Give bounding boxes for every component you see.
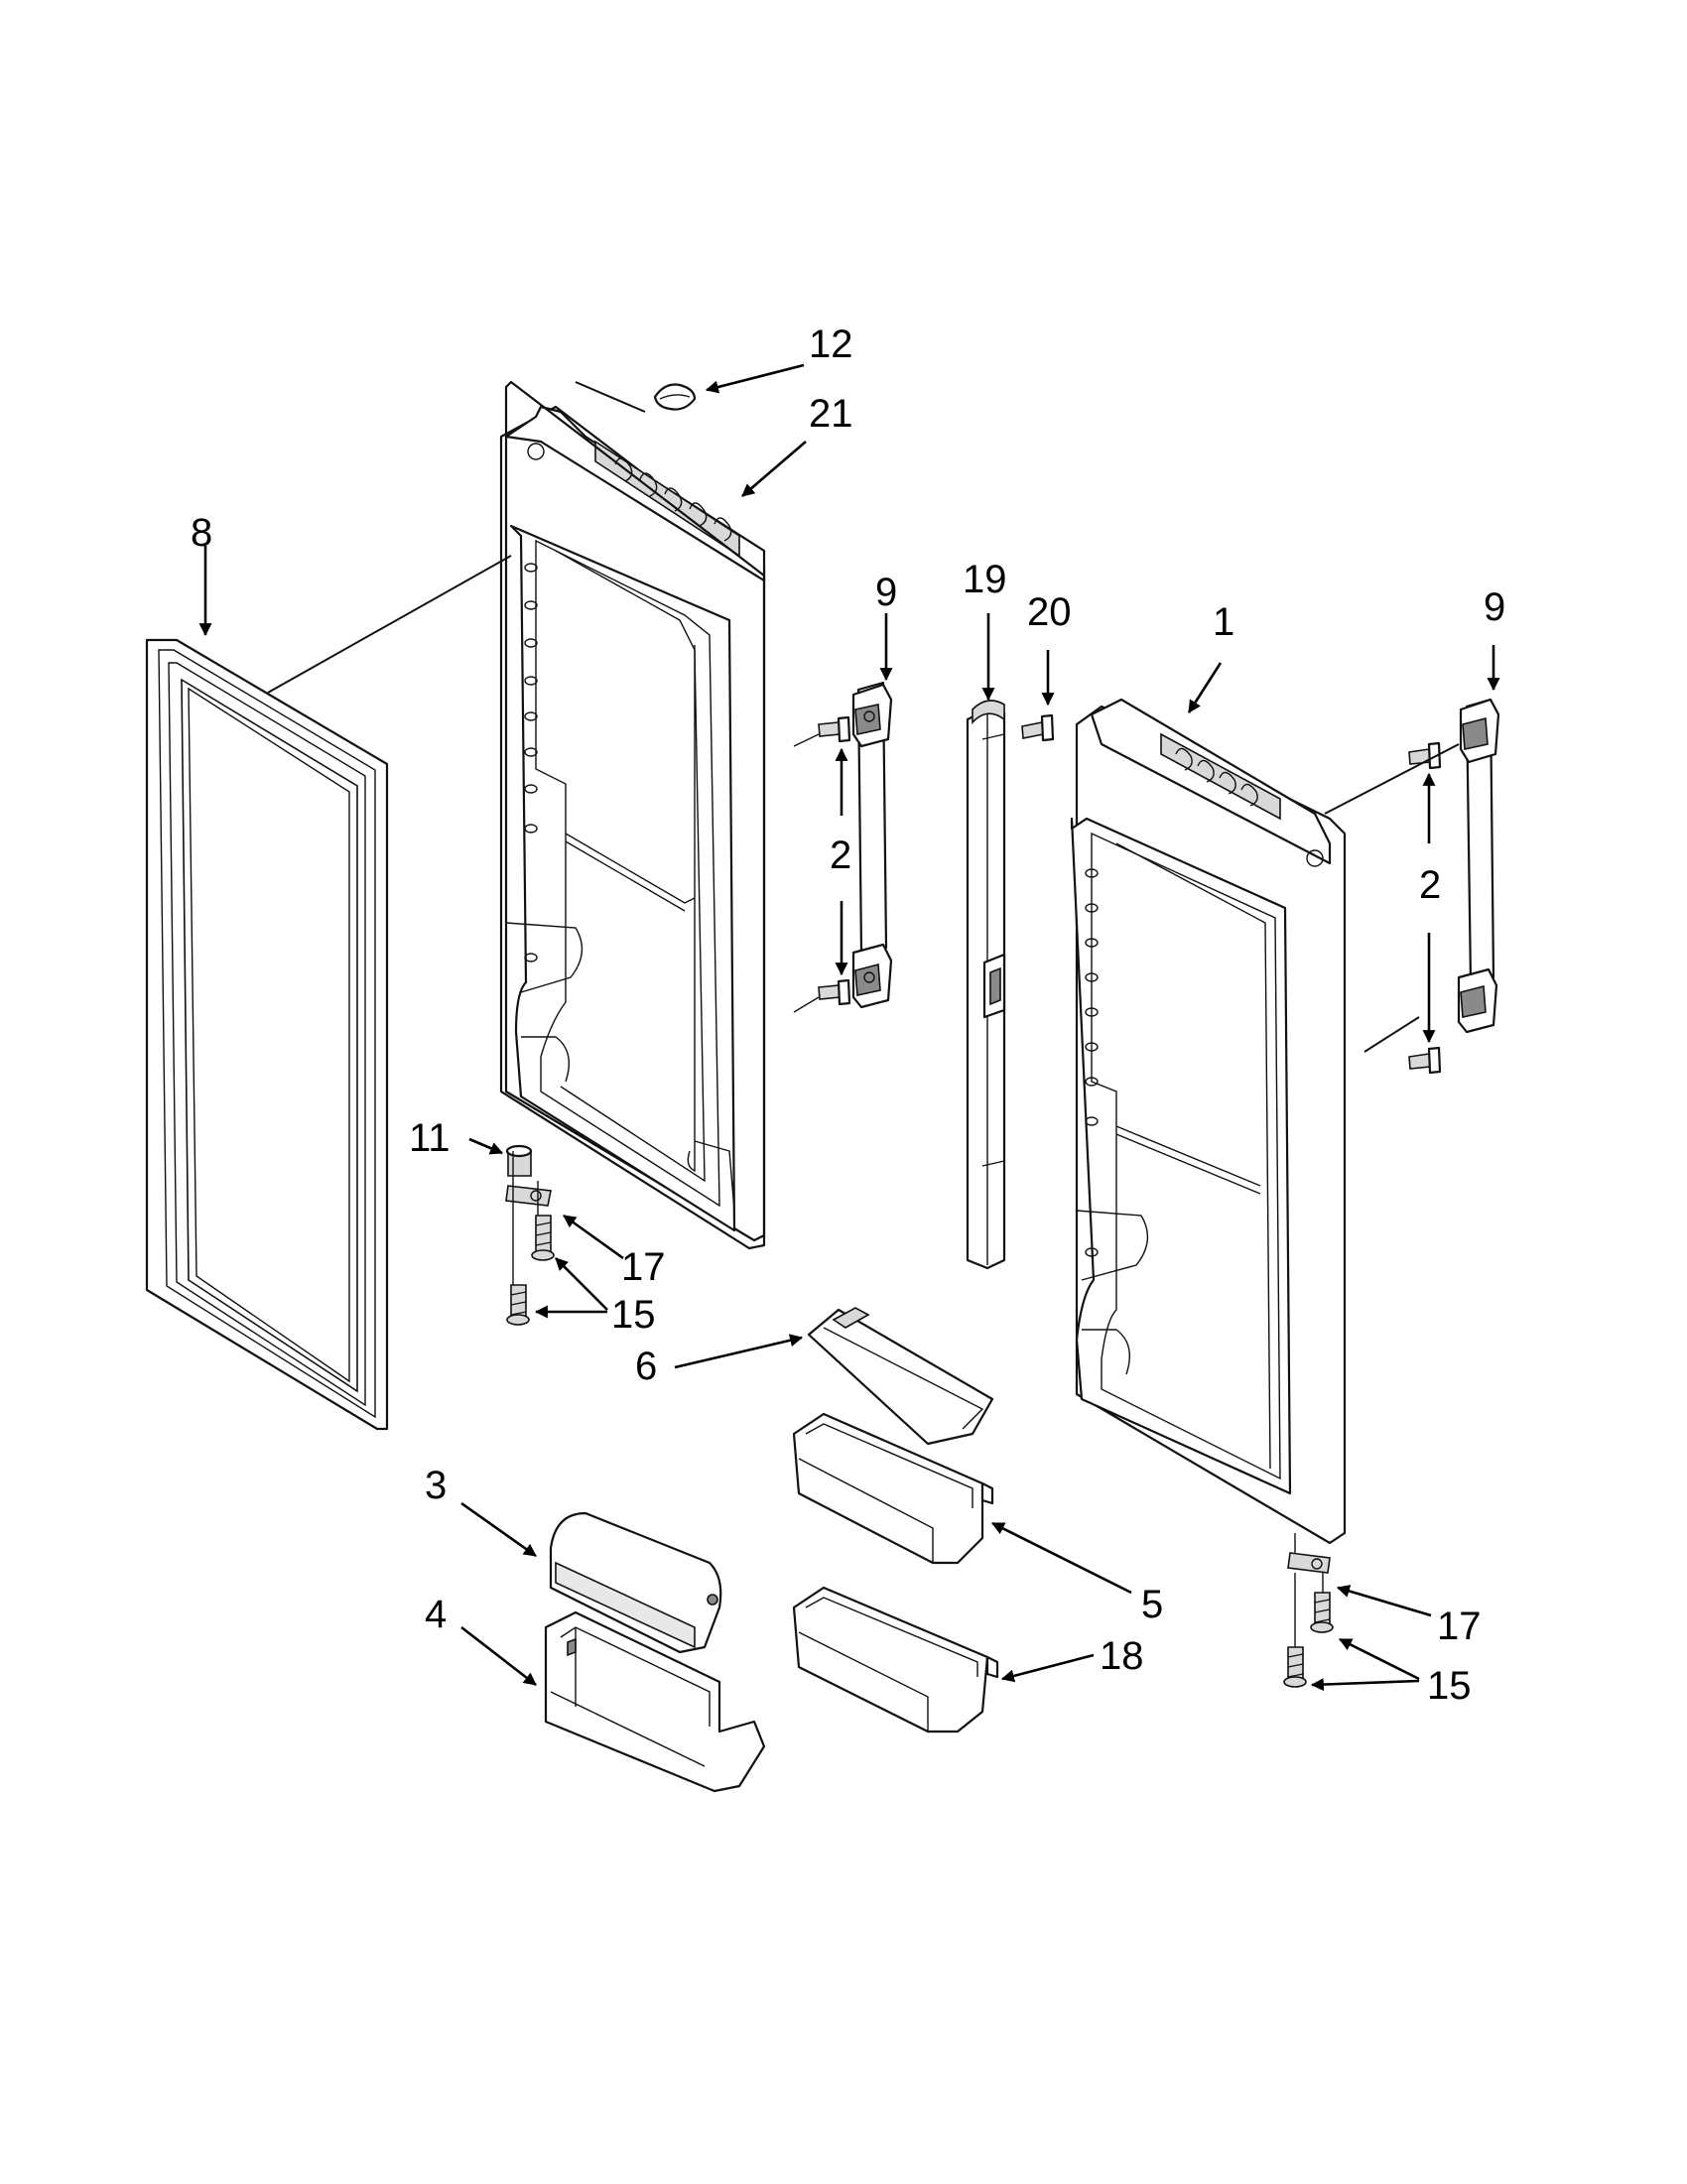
callout-1: 1 [1213,600,1234,644]
right-door-assembly [1070,698,1347,1688]
right-door-handle [1324,698,1500,1075]
callout-2-right: 2 [1419,863,1441,907]
door-clip [653,383,697,411]
callout-11: 11 [409,1116,451,1160]
callout-17-right: 17 [1437,1605,1482,1648]
door-gasket [145,638,389,1431]
callout-8: 8 [191,511,212,555]
left-door-handle [793,681,893,1013]
bin-cover [807,1307,994,1446]
door-bin-lower [792,1586,999,1734]
callout-3: 3 [425,1464,447,1507]
callout-9-right: 9 [1484,585,1505,629]
callout-9-left: 9 [875,571,897,614]
callout-18: 18 [1100,1634,1144,1678]
callout-5: 5 [1141,1583,1163,1626]
callout-20: 20 [1027,590,1072,634]
dairy-door-and-bin [544,1511,766,1793]
callout-6: 6 [635,1345,657,1388]
callout-labels: 12 21 8 9 19 20 1 9 2 2 11 17 15 6 3 4 5… [191,322,1505,1708]
callout-leaders [198,363,1500,1692]
door-bin-upper [792,1412,994,1565]
callout-15-left: 15 [611,1293,656,1337]
left-door-assembly [499,380,766,1326]
callout-19: 19 [963,558,1007,601]
callout-12: 12 [809,322,853,366]
callout-17-left: 17 [621,1245,666,1289]
callout-4: 4 [425,1593,447,1636]
callout-15-right: 15 [1427,1664,1472,1708]
callout-21: 21 [809,392,853,436]
center-mullion [966,700,1055,1270]
callout-2-left: 2 [830,834,851,877]
